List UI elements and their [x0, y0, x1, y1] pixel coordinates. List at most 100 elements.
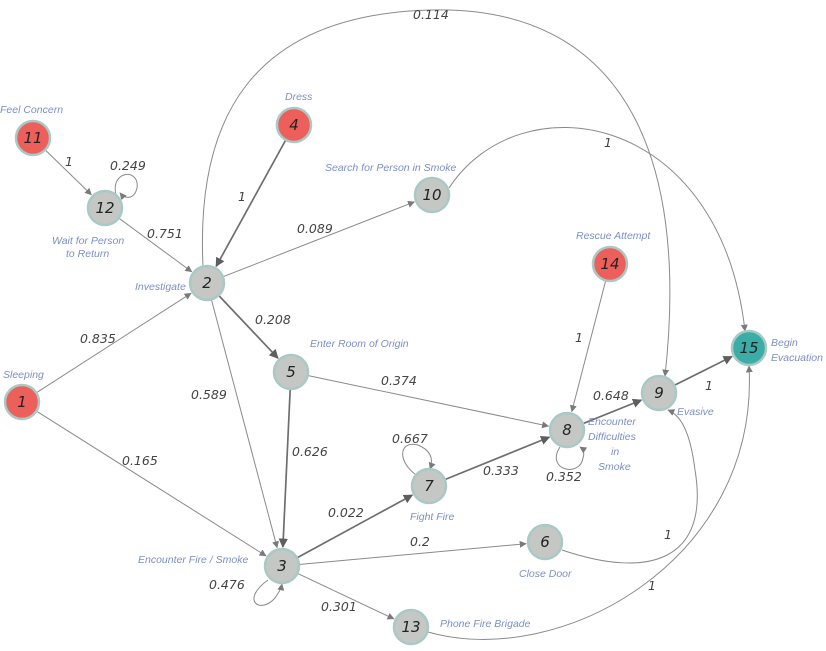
- edge-weight-2-to-10: 0.089: [297, 221, 333, 236]
- node-number-15: 15: [739, 339, 758, 357]
- node-number-13: 13: [401, 618, 420, 636]
- edge-3-to-3: [253, 579, 285, 606]
- node-circle-6: [526, 523, 564, 561]
- node-number-11: 11: [23, 129, 42, 147]
- edge-weight-1-to-3: 0.165: [122, 453, 158, 468]
- node-label-12-line-1: Wait for Person: [52, 235, 124, 247]
- node-7: 7: [410, 467, 448, 505]
- edge-8-to-8: [555, 446, 588, 470]
- edge-6-to-9: [561, 409, 698, 564]
- node-2: 2: [188, 264, 226, 302]
- edge-weight-12-to-2: 0.751: [147, 226, 183, 241]
- edge-7-to-8: [444, 435, 551, 481]
- node-circle-12: [86, 189, 124, 227]
- node-number-6: 6: [540, 533, 550, 551]
- edge-7-to-7: [402, 443, 436, 476]
- edge-8-to-9: [582, 398, 643, 425]
- node-number-9: 9: [654, 384, 664, 402]
- node-circle-3: [263, 547, 301, 585]
- node-circle-11: [14, 119, 52, 157]
- edge-12-to-12: [114, 173, 138, 201]
- node-circle-14: [591, 245, 629, 283]
- edge-weight-12-to-12: 0.249: [110, 158, 146, 173]
- edge-weight-3-to-13: 0.301: [321, 599, 357, 614]
- node-number-7: 7: [424, 477, 434, 495]
- node-label-8-line-4: Smoke: [598, 461, 631, 473]
- edge-weight-5-to-8: 0.374: [381, 373, 417, 388]
- node-circle-4: [275, 106, 313, 144]
- node-10: 10: [413, 176, 451, 214]
- node-label-1: Sleeping: [3, 369, 44, 381]
- weights-layer: 1 0.249 0.751 1 0.089 0.114 1 0.835 0.165 0.208 0.…: [65, 7, 713, 614]
- node-12: 12: [86, 189, 124, 227]
- edge-weight-1-to-2: 0.835: [80, 331, 116, 346]
- node-circle-8: [548, 411, 586, 449]
- edge-weight-8-to-9: 0.648: [593, 388, 629, 403]
- node-number-3: 3: [277, 557, 287, 575]
- edge-weight-8-to-8: 0.352: [546, 469, 582, 484]
- node-6: 6: [526, 523, 564, 561]
- node-label-6: Close Door: [519, 568, 572, 580]
- node-13: 13: [392, 608, 430, 646]
- edge-weight-13-to-15: 1: [648, 578, 656, 593]
- node-4: 4: [275, 106, 313, 144]
- node-circle-10: [413, 176, 451, 214]
- node-number-10: 10: [422, 186, 441, 204]
- node-number-1: 1: [17, 393, 27, 411]
- edge-weight-7-to-8: 0.333: [483, 463, 519, 478]
- node-9: 9: [640, 374, 678, 412]
- edge-11-to-12: [44, 149, 92, 196]
- node-number-14: 14: [600, 255, 619, 273]
- edge-9-to-15: [673, 355, 733, 387]
- node-circle-9: [640, 374, 678, 412]
- node-number-5: 5: [286, 363, 296, 381]
- node-label-2: Investigate: [135, 281, 186, 293]
- edge-weight-2-to-5: 0.208: [255, 312, 291, 327]
- edge-10-to-15: [448, 127, 748, 332]
- node-label-15-line-2: Evacuation: [771, 352, 823, 364]
- node-label-8-line-1: Encounter: [588, 416, 636, 428]
- edge-weight-3-to-7: 0.022: [328, 505, 364, 520]
- node-circle-7: [410, 467, 448, 505]
- edge-13-to-15: [427, 365, 753, 640]
- edge-2-to-5: [218, 294, 279, 359]
- node-3: 3: [263, 547, 301, 585]
- node-circle-5: [272, 353, 310, 391]
- node-number-4: 4: [289, 116, 299, 134]
- edge-12-to-2: [118, 217, 193, 273]
- node-number-8: 8: [562, 421, 572, 439]
- node-label-3: Encounter Fire / Smoke: [138, 554, 248, 566]
- node-1: 1: [3, 383, 41, 421]
- node-label-9: Evasive: [677, 406, 714, 418]
- node-label-7: Fight Fire: [410, 511, 455, 523]
- edge-weight-14-to-8: 1: [575, 330, 583, 345]
- node-label-5: Enter Room of Origin: [310, 338, 409, 350]
- node-circle-1: [3, 383, 41, 421]
- edge-3-to-13: [297, 572, 395, 620]
- node-label-12-line-2: to Return: [66, 248, 109, 260]
- edge-1-to-2: [36, 292, 192, 394]
- edge-4-to-2: [215, 139, 287, 268]
- edge-weight-9-to-15: 1: [705, 378, 713, 393]
- edge-weight-5-to-3: 0.626: [292, 444, 328, 459]
- edges-layer: [36, 9, 753, 640]
- edge-2-to-9: [201, 9, 671, 377]
- edge-3-to-7: [296, 494, 414, 559]
- edge-weight-4-to-2: 1: [238, 189, 246, 204]
- edge-weight-2-to-9: 0.114: [413, 7, 449, 22]
- edge-weight-11-to-12: 1: [65, 154, 73, 169]
- edge-5-to-8: [307, 375, 550, 429]
- node-14: 14: [591, 245, 629, 283]
- node-circle-2: [188, 264, 226, 302]
- node-label-15-line-1: Begin: [771, 337, 798, 349]
- node-number-12: 12: [95, 199, 114, 217]
- node-label-8-line-3: in: [611, 446, 619, 458]
- edge-weight-10-to-15: 1: [604, 135, 612, 150]
- node-8: 8: [548, 411, 586, 449]
- node-circle-13: [392, 608, 430, 646]
- edge-3-to-6: [298, 540, 527, 565]
- edge-1-to-3: [36, 410, 267, 557]
